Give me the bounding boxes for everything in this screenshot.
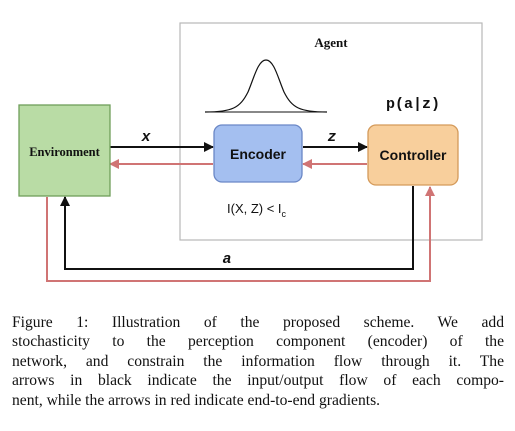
caption-line-3: network, and constrain the information f… — [12, 352, 504, 370]
info-constraint: I(X, Z) < Ic — [227, 201, 287, 219]
a-label: a — [222, 251, 231, 268]
encoder-label: Encoder — [230, 146, 287, 162]
environment-label: Environment — [29, 145, 100, 159]
environment-box — [18, 104, 111, 197]
gaussian-curve — [204, 59, 328, 113]
caption-line-2: stochasticity to the perception componen… — [12, 333, 504, 351]
figure-caption: Figure 1: Illustration of the proposed s… — [12, 313, 504, 410]
info-constraint-main: I(X, Z) < I — [227, 201, 282, 216]
caption-line-4: arrows in black indicate the input/outpu… — [12, 372, 504, 390]
z-label: z — [327, 129, 336, 146]
agent-label: Agent — [314, 35, 348, 50]
info-constraint-sub: c — [282, 209, 287, 219]
policy-label: p(a|z) — [386, 96, 440, 113]
caption-line-5: nent, while the arrows in red indicate e… — [12, 391, 381, 409]
encoder-box — [213, 124, 303, 183]
caption-line-1: Figure 1: Illustration of the proposed s… — [12, 314, 504, 331]
agent-box — [179, 22, 483, 241]
controller-label: Controller — [380, 147, 447, 163]
x-label: x — [140, 129, 151, 146]
gradient-loop-arrow — [46, 186, 435, 282]
action-flow-arrow — [60, 186, 414, 270]
controller-box — [367, 124, 459, 186]
